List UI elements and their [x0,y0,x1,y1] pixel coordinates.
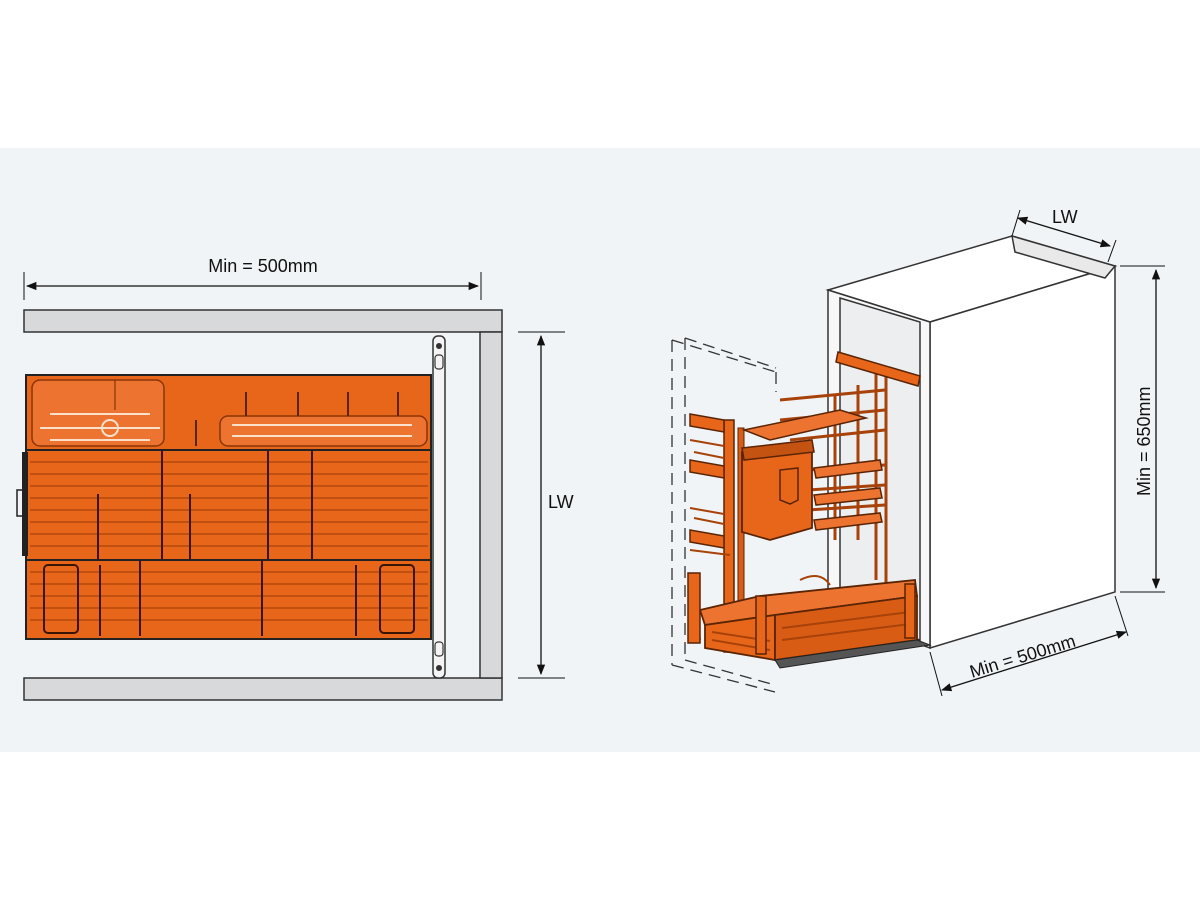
width-label: Min = 500mm [208,256,318,276]
width-dimension: Min = 500mm [23,256,482,300]
cabinet-side-wall [479,331,503,679]
iso-ghost-frame [671,337,777,693]
iso-height-dimension: Min = 650mm [1120,265,1165,593]
iso-depth-label: Min = 500mm [967,631,1078,682]
depth-label: LW [548,492,574,512]
iso-basket [687,351,932,669]
iso-width-label: LW [1052,207,1078,227]
cabinet-back-wall [23,309,503,333]
top-view: Min = 500mm LW [16,256,574,701]
depth-dimension: LW [518,331,574,679]
iso-width-dimension: LW [1011,207,1117,263]
slide-rail [432,335,446,679]
iso-view: LW Min = 650mm Min = 500mm [671,207,1165,697]
cabinet-front-wall [23,677,503,701]
iso-height-label: Min = 650mm [1134,386,1154,496]
basket-top-view [16,374,432,640]
